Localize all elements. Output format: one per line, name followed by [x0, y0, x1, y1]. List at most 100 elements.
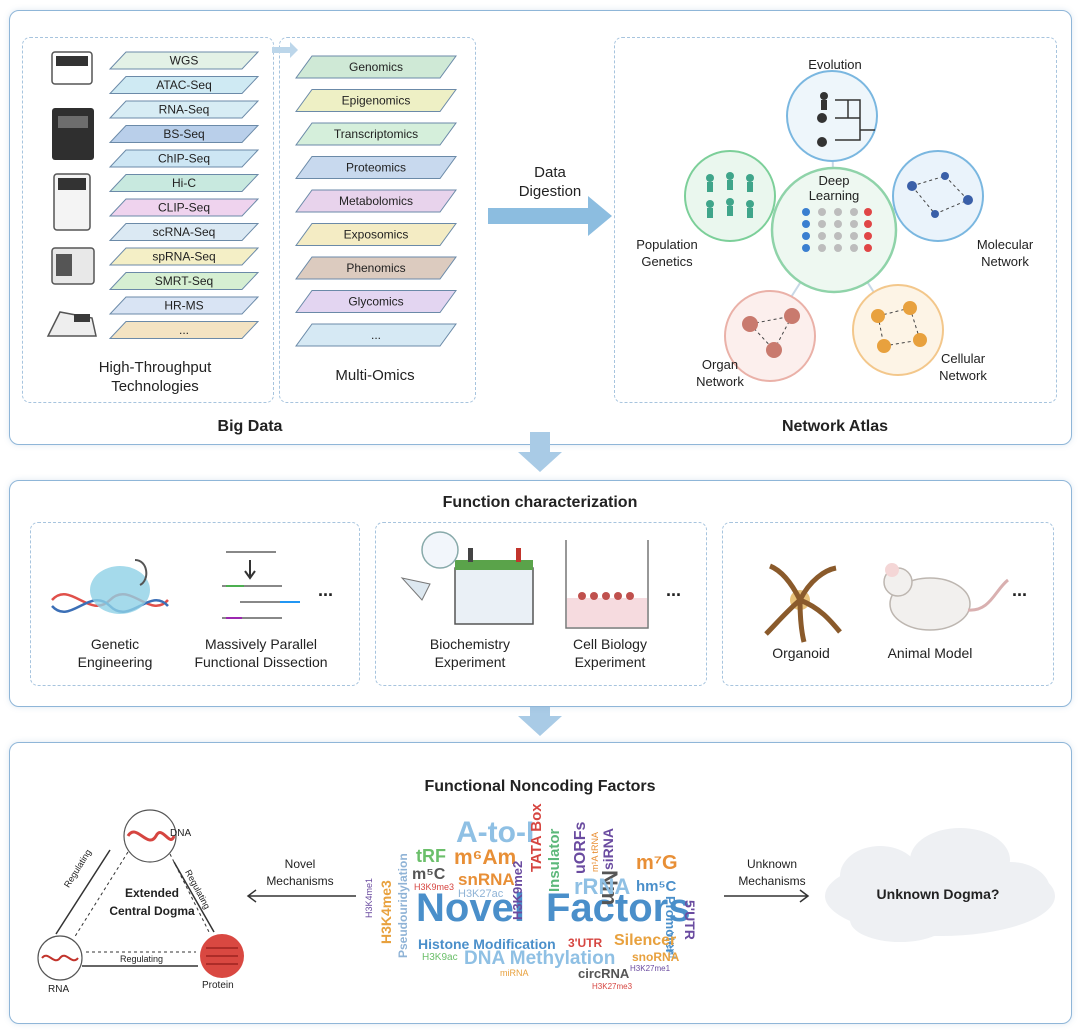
omics-label: ...	[371, 328, 381, 342]
network-atlas-box	[614, 37, 1057, 403]
nn-node	[818, 244, 826, 252]
wc-novel: Novel	[416, 886, 525, 930]
omics-shape	[295, 55, 457, 79]
wc-silencer: Silencer	[614, 932, 677, 949]
technology-label: CLIP-Seq	[158, 201, 210, 215]
molecular-circle	[892, 150, 984, 242]
novel-mechanisms-label: Novel Mechanisms	[266, 857, 334, 888]
data-digestion-arrow	[488, 196, 612, 236]
omics-label: Transcriptomics	[334, 127, 418, 141]
wc-mirna: miRNA	[500, 968, 529, 978]
cellular-network-label: Cellular Network	[939, 351, 987, 383]
technology-label: ...	[179, 323, 189, 337]
unknown-mechanisms-arrow	[724, 889, 810, 903]
evolution-circle	[786, 70, 878, 162]
technology-shape	[108, 76, 260, 94]
tech-to-omics-arrow	[272, 42, 298, 58]
crispr-icon	[51, 559, 169, 614]
function-characterization-title: Function characterization	[442, 494, 638, 511]
wc-rrna: rRNA	[574, 874, 631, 899]
omics-shape	[295, 156, 457, 179]
animal-model-label: Animal Model	[887, 645, 973, 661]
wc-m7g: m⁷G	[636, 852, 678, 874]
deep-learning-circle	[770, 166, 898, 294]
technology-shape	[108, 51, 260, 70]
neural-network-icon	[802, 208, 872, 252]
nn-node	[802, 220, 810, 228]
nn-node	[834, 220, 842, 228]
organoid-label: Organoid	[772, 645, 830, 661]
population-circle	[684, 150, 776, 242]
deep-learning-label: Deep Learning	[808, 173, 860, 203]
cell-biology-label: Cell Biology Experiment	[573, 636, 647, 670]
nn-node	[864, 220, 872, 228]
technology-shape	[108, 198, 260, 217]
wc-m5c: m⁵C	[412, 866, 446, 883]
wc-uorfs: uORFs	[572, 821, 589, 874]
molecular-network-label: Molecular Network	[976, 237, 1034, 269]
technology-label: ATAC-Seq	[156, 78, 212, 92]
nn-node	[850, 244, 858, 252]
genetic-box	[30, 522, 360, 686]
nn-node	[864, 208, 872, 216]
omics-shape	[295, 323, 457, 347]
wc-tata: TATA Box	[528, 803, 545, 872]
nn-node	[802, 208, 810, 216]
unknown-dogma-cloud	[825, 828, 1055, 942]
cellular-circle	[852, 284, 944, 376]
rna-label: RNA	[48, 984, 70, 995]
wc-h3k27me3: H3K27me3	[592, 982, 633, 991]
technology-label: ChIP-Seq	[158, 152, 210, 166]
wc-trf: tRF	[416, 846, 446, 866]
genetic-ellipsis: ...	[318, 580, 334, 600]
wc-sirna: siRNA	[600, 827, 616, 870]
omics-shape	[295, 189, 457, 213]
mpfd-icon	[222, 551, 300, 619]
evolution-label: Evolution	[808, 57, 862, 72]
nn-node	[834, 232, 842, 240]
omics-label: Proteomics	[346, 161, 406, 175]
analyzer-icon	[46, 311, 97, 337]
technology-shape	[108, 174, 260, 192]
omics-shape	[295, 256, 457, 280]
technology-shape	[108, 149, 260, 168]
wc-m1a-trna: m¹A tRNA	[590, 831, 600, 872]
omics-label: Glycomics	[348, 295, 403, 309]
nn-node	[802, 244, 810, 252]
technology-label: scRNA-Seq	[153, 225, 216, 239]
wc-m6am: m⁶Am	[454, 846, 517, 869]
technology-label: spRNA-Seq	[152, 250, 215, 264]
technologies-box	[22, 37, 274, 403]
model-box	[722, 522, 1054, 686]
omics-shape	[295, 223, 457, 246]
technology-shape	[108, 223, 260, 241]
technology-label: Hi-C	[172, 176, 196, 190]
wc-3utr: 3'UTR	[568, 936, 603, 950]
down-arrow-2	[518, 696, 562, 736]
experiment-box	[375, 522, 707, 686]
technology-stack: WGSATAC-SeqRNA-SeqBS-SeqChIP-SeqHi-CCLIP…	[108, 51, 260, 339]
technologies-label: High-Throughput Technologies	[98, 359, 212, 395]
cell-biology-icon	[565, 540, 649, 629]
population-genetics-label: Population Genetics	[636, 237, 698, 269]
omics-label: Exposomics	[344, 228, 409, 242]
technology-shape	[108, 321, 260, 339]
model-ellipsis: ...	[1012, 580, 1028, 600]
technology-shape	[108, 125, 260, 143]
wc-h3k9me3: H3K9me3	[414, 882, 455, 892]
omics-label: Metabolomics	[339, 194, 413, 208]
nn-node	[850, 232, 858, 240]
data-digestion-label: Data Digestion	[518, 164, 582, 200]
wc-snorna: snoRNA	[632, 950, 680, 964]
nn-node	[834, 208, 842, 216]
nn-node	[818, 220, 826, 228]
wc-dna-methylation: DNA Methylation	[464, 948, 616, 969]
omics-shape	[295, 89, 457, 112]
technology-shape	[108, 296, 260, 315]
wc-h3k27ac: H3K27ac	[458, 888, 504, 900]
wc-hm5c: hm⁵C	[636, 878, 677, 895]
nn-node	[864, 244, 872, 252]
nn-node	[818, 232, 826, 240]
